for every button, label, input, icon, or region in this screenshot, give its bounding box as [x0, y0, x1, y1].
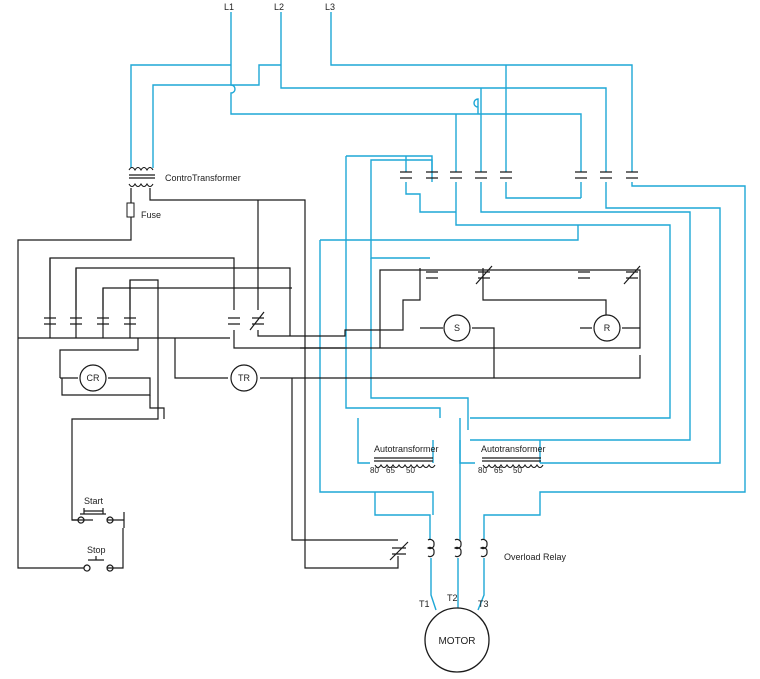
autotransformer-right-label: Autotransformer — [481, 444, 546, 454]
main-contacts — [400, 171, 638, 179]
tr-label: TR — [238, 373, 250, 383]
tr-coil — [230, 364, 258, 392]
line-l1-label: L1 — [224, 2, 234, 12]
terminal-t2: T2 — [447, 593, 458, 603]
r-coil — [593, 314, 621, 342]
terminal-t1: T1 — [419, 599, 430, 609]
tap-left-65: 65 — [386, 466, 395, 475]
line-l3-label: L3 — [325, 2, 335, 12]
autotransformer-left — [374, 457, 436, 469]
motor — [424, 607, 490, 673]
control-transformer — [128, 166, 155, 188]
power-wiring — [130, 12, 746, 611]
tap-right-50: 50 — [513, 466, 522, 475]
control-wiring — [17, 188, 641, 569]
tap-left-80: 80 — [370, 466, 379, 475]
cr-label: CR — [87, 373, 100, 383]
terminal-t3: T3 — [478, 599, 489, 609]
line-l2-label: L2 — [274, 2, 284, 12]
tap-right-80: 80 — [478, 466, 487, 475]
stop-label: Stop — [87, 545, 106, 555]
start-label: Start — [84, 496, 104, 506]
tap-left-50: 50 — [406, 466, 415, 475]
control-contacts — [44, 265, 641, 561]
start-button — [72, 508, 114, 524]
overload-relay — [426, 538, 488, 558]
autotransformer-right — [482, 457, 544, 469]
s-label: S — [454, 323, 460, 333]
overload-relay-label: Overload Relay — [504, 552, 567, 562]
s-coil — [443, 314, 471, 342]
fuse-label: Fuse — [141, 210, 161, 220]
motor-label: MOTOR — [438, 636, 475, 647]
fuse — [126, 202, 135, 218]
control-transformer-label: ControTransformer — [165, 173, 241, 183]
r-label: R — [604, 323, 611, 333]
autotransformer-left-label: Autotransformer — [374, 444, 439, 454]
stop-button — [83, 556, 114, 572]
tap-right-65: 65 — [494, 466, 503, 475]
cr-coil — [79, 364, 107, 392]
